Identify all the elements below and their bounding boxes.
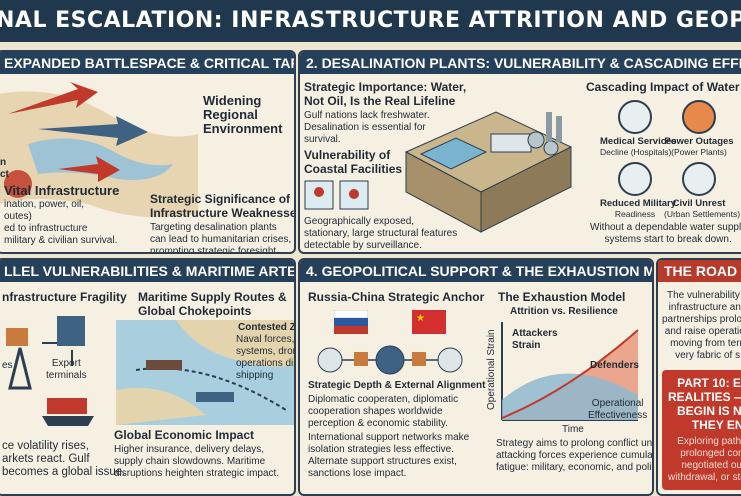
- coastal-map-icons: [304, 180, 369, 210]
- cascade-title: Cascading Impact of Water Shor: [586, 80, 741, 94]
- cascade-node-sub: (Urban Settlements): [664, 209, 741, 219]
- depth-title: Strategic Depth & External Alignment: [308, 380, 486, 391]
- russia-flag-icon: [334, 310, 368, 334]
- vuln-text: Geographically exposed,stationary, large…: [304, 216, 458, 251]
- contested-title: Contested Zones:: [238, 322, 296, 333]
- panel-maritime-header: LLEL VULNERABILITIES & MARITIME ARTERIES: [0, 260, 294, 282]
- panel-battlespace: EXPANDED BATTLESPACE & CRITICAL TARGETS …: [0, 50, 296, 254]
- china-flag-icon: ★: [412, 310, 446, 334]
- cascade-node: Redu(Militar: [724, 162, 741, 219]
- page-banner: NAL ESCALATION: INFRASTRUCTURE ATTRITION…: [0, 0, 741, 42]
- svg-text:★: ★: [416, 313, 425, 324]
- exhaustion-chart: [501, 322, 639, 421]
- time-label: Time: [562, 424, 584, 435]
- regional-map: [0, 82, 198, 218]
- econ-title: Global Economic Impact: [114, 428, 255, 442]
- panel-maritime: LLEL VULNERABILITIES & MARITIME ARTERIES…: [0, 258, 296, 496]
- crowd-icon: [682, 162, 716, 196]
- defenders-label: Defenders: [590, 360, 639, 371]
- effectiveness-area: [502, 373, 638, 420]
- lightning-icon: [682, 100, 716, 134]
- cascade-node-label: Redu: [724, 198, 741, 209]
- cascade-node: Civil Unrest(Urban Settlements): [664, 162, 741, 219]
- cascade-node-label: Civil Unrest: [672, 198, 726, 209]
- part10-box: PART 10: ENDREALITIES — HOBEGIN IS NOTTH…: [662, 370, 741, 490]
- medical-icon: [618, 100, 652, 134]
- vital-title: Vital Infrastructure: [4, 183, 120, 198]
- model-subtitle: Attrition vs. Resilience: [510, 306, 618, 317]
- cascade-node-sub: (Power Plants): [671, 147, 727, 157]
- panel-geopolitical-header: 4. GEOPOLITICAL SUPPORT & THE EXHAUSTION…: [300, 260, 652, 282]
- soldier-icon: [618, 162, 652, 196]
- panel-battlespace-header: EXPANDED BATTLESPACE & CRITICAL TARGETS: [0, 52, 294, 74]
- importance-title: Strategic Importance: Water,Not Oil, Is …: [304, 80, 467, 108]
- panel-road-header: THE ROAD A: [658, 260, 741, 282]
- banner-title: NAL ESCALATION: INFRASTRUCTURE ATTRITION…: [0, 8, 741, 33]
- cascade-node-sub: Readiness: [614, 209, 656, 219]
- cascade-node: Civi(Urban: [724, 100, 741, 157]
- contested-text: Naval forces, missilesystems, droneopera…: [236, 334, 295, 381]
- part10-title: PART 10: ENDREALITIES — HOBEGIN IS NOTTH…: [668, 376, 741, 432]
- cascade-node: Power Outages(Power Plants): [664, 100, 734, 157]
- importance-text: Gulf nations lack freshwater.Desalinatio…: [304, 110, 430, 145]
- network-diagram: [317, 345, 463, 375]
- panel-geopolitical: 4. GEOPOLITICAL SUPPORT & THE EXHAUSTION…: [298, 258, 654, 496]
- routes-title: Maritime Supply Routes &Global Chokepoin…: [138, 290, 287, 318]
- cascade-node-label: Reduced Military: [600, 198, 677, 209]
- cascade-node-sub: (Militar: [724, 209, 741, 219]
- cascade-node-label: Medical Services: [600, 136, 677, 147]
- cascade-node-sub: (Urban: [724, 147, 741, 157]
- cascade-node-label: Power Outages: [664, 136, 734, 147]
- vital-text: ination, power, oil,outes)ed to infrastr…: [4, 199, 118, 246]
- desalination-plant-illustration: [404, 111, 573, 233]
- shipping-route-map: [116, 320, 294, 425]
- panel-desalination-header: 2. DESALINATION PLANTS: VULNERABILITY & …: [300, 52, 741, 74]
- econ-text: Higher insurance, delivery delays,supply…: [114, 444, 280, 479]
- cascade-node-label: Civi: [724, 136, 741, 147]
- infrastructure-icons: [6, 316, 94, 426]
- cascade-node-sub: Decline (Hospitals): [600, 147, 672, 157]
- anchor-title: Russia-China Strategic Anchor: [308, 290, 485, 304]
- es-label: es: [2, 360, 13, 371]
- model-title: The Exhaustion Model: [498, 290, 626, 304]
- panel-desalination: 2. DESALINATION PLANTS: VULNERABILITY & …: [298, 50, 741, 254]
- ylabel: Operational Strain: [486, 329, 497, 410]
- attackers-line: [501, 329, 639, 419]
- panel-road-ahead: THE ROAD A The vulnerability oinfrastruc…: [656, 258, 741, 496]
- part10-text: Exploring pathwaprolonged conflinegotiat…: [668, 436, 741, 483]
- fragility-title: nfrastructure Fragility: [2, 290, 127, 304]
